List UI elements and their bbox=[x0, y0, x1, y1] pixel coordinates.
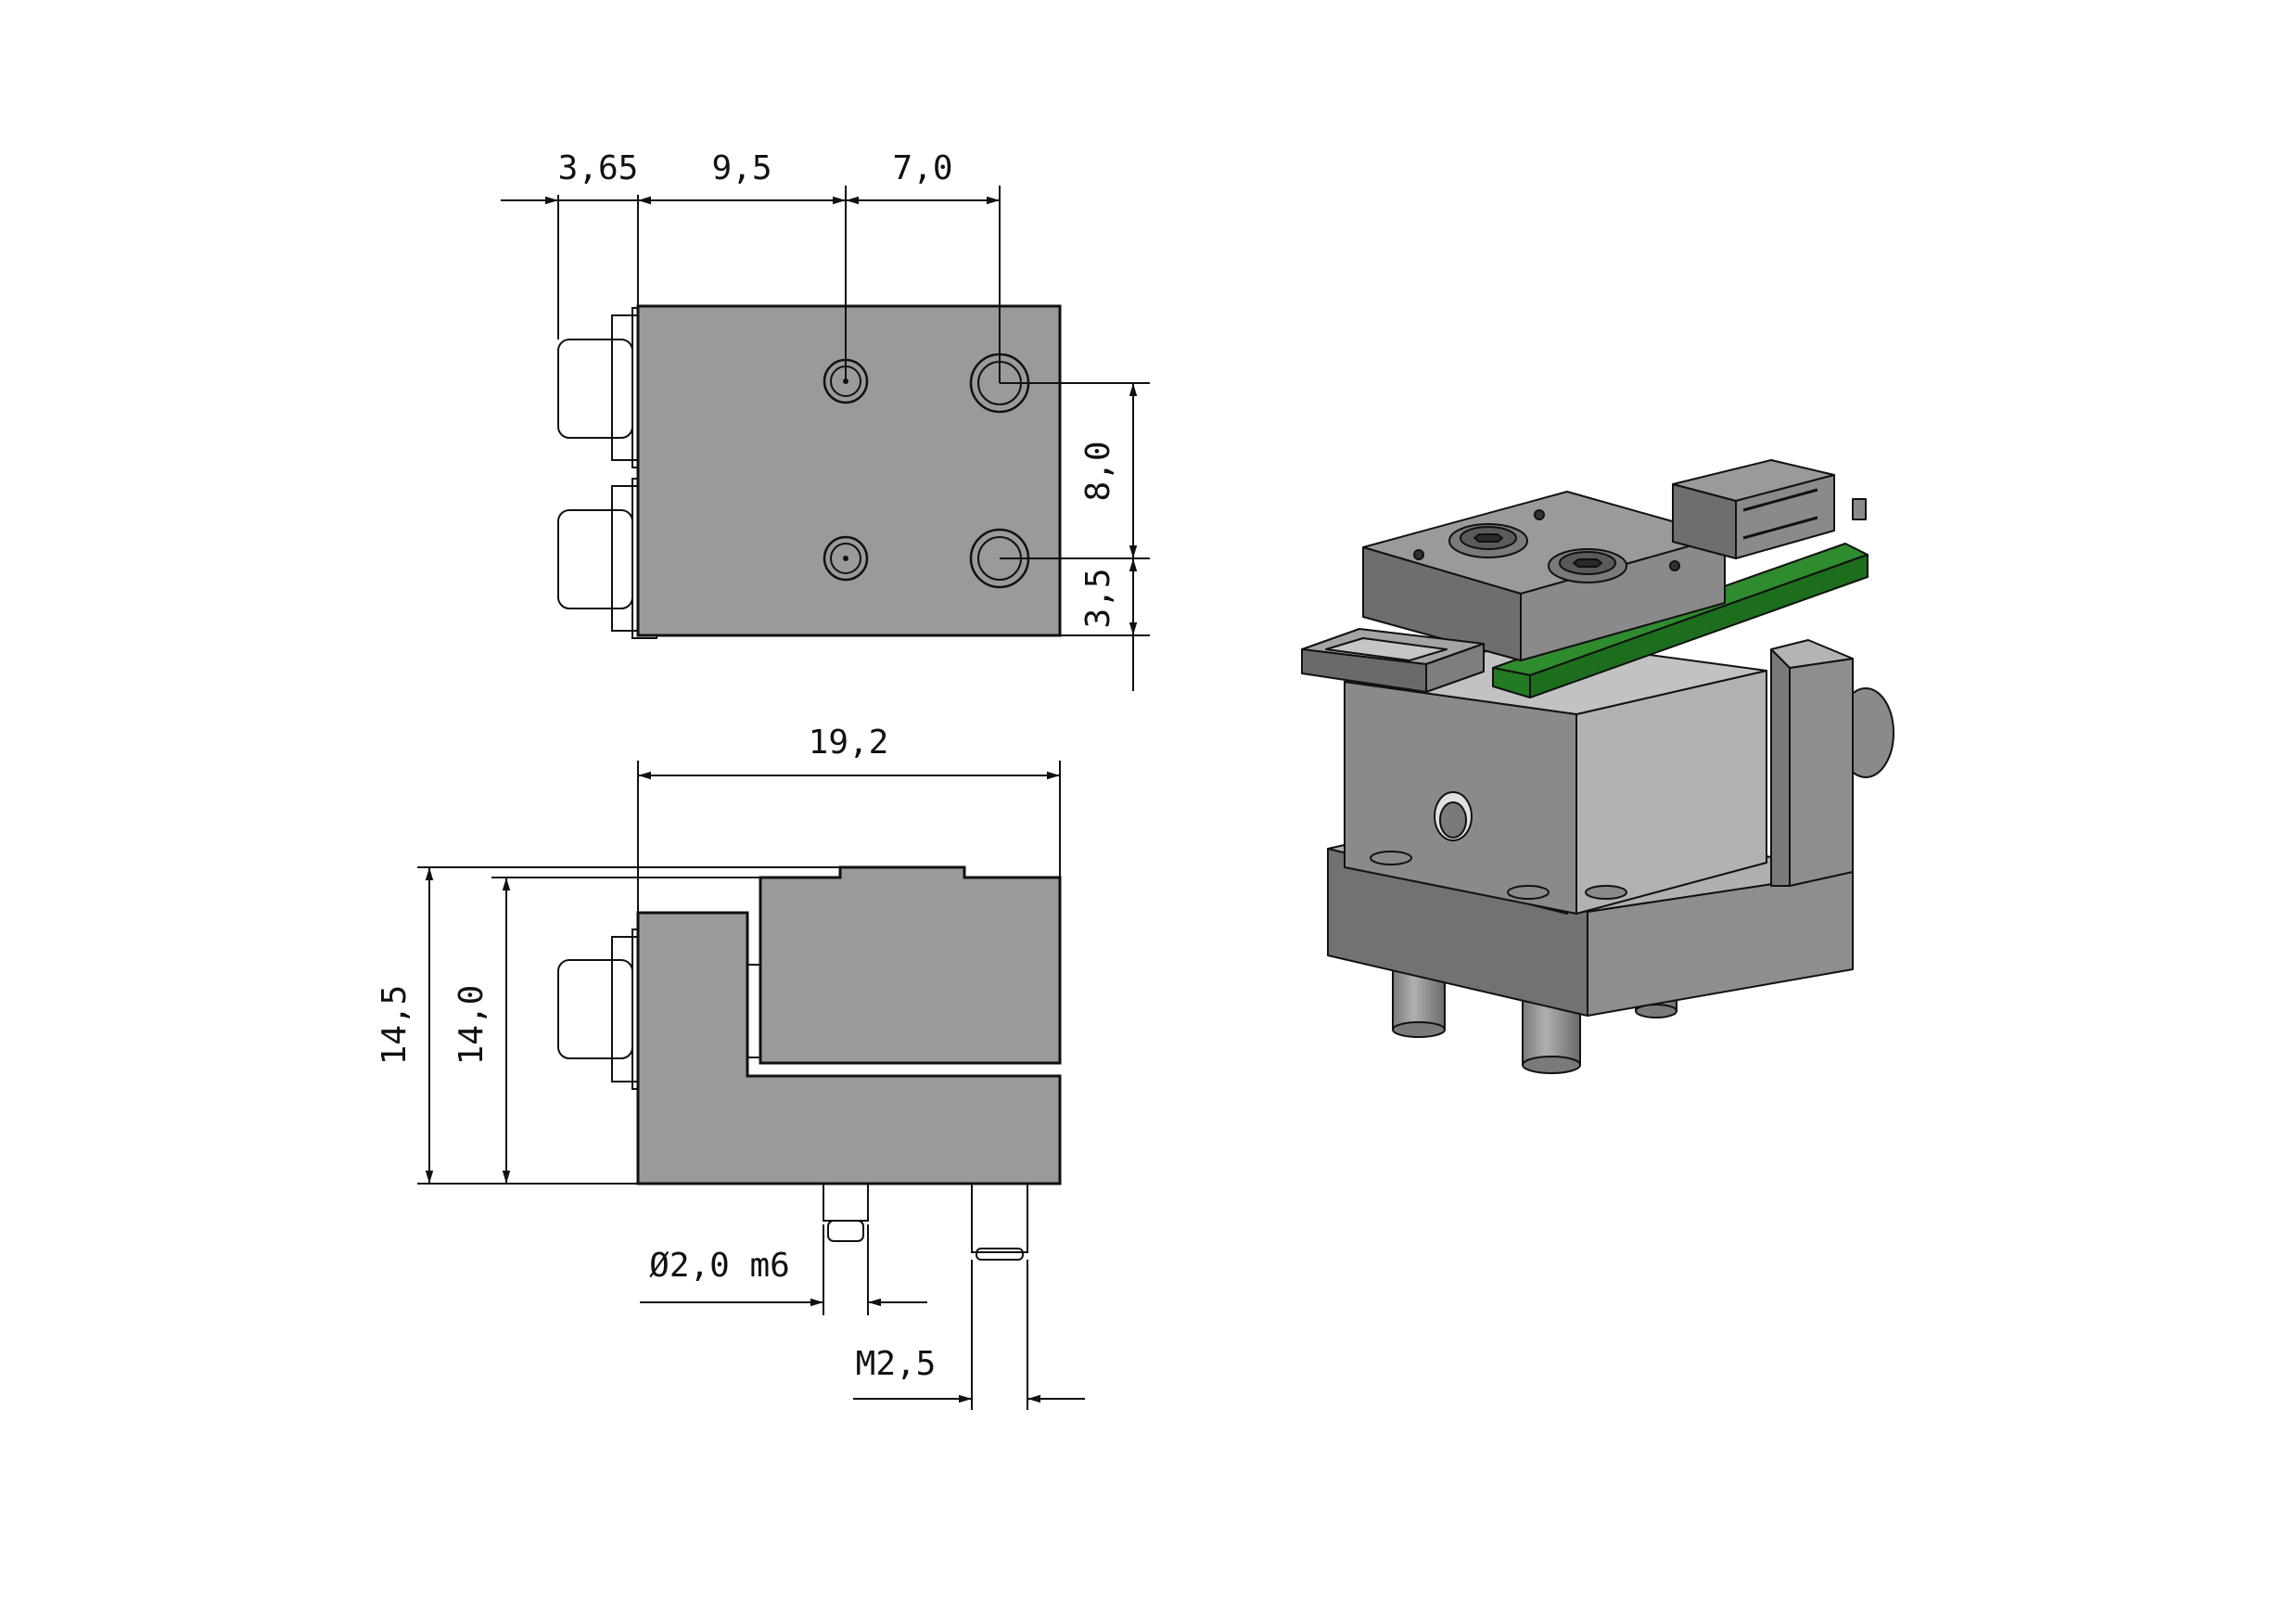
iso-screw-left bbox=[1448, 523, 1528, 558]
iso-base-side bbox=[1587, 871, 1854, 1017]
iso-connector-side bbox=[1735, 474, 1835, 559]
dim-3-65: 3,65 bbox=[558, 149, 639, 187]
dim-8-0: 8,0 bbox=[1079, 441, 1117, 501]
iso-rear-wall-face bbox=[1789, 658, 1854, 887]
side-view-bottom-pin-large bbox=[971, 1183, 1028, 1261]
top-view: 3,65 9,5 7,0 8,0 3,5 bbox=[501, 149, 1150, 691]
side-view: 19,2 14,5 14,0 Ø2,0 m6 M2,5 bbox=[376, 724, 1085, 1410]
top-view-hole-small-lower bbox=[823, 535, 869, 582]
dim-19-2: 19,2 bbox=[809, 724, 889, 762]
dim-diameter: Ø2,0 m6 bbox=[649, 1247, 790, 1285]
dim-m2-5: M2,5 bbox=[856, 1345, 937, 1383]
dim-14-0: 14,0 bbox=[453, 985, 491, 1066]
dim-9-5: 9,5 bbox=[711, 149, 772, 187]
side-view-upper-block bbox=[759, 865, 1062, 1065]
dim-14-5: 14,5 bbox=[376, 985, 414, 1066]
dim-7-0: 7,0 bbox=[892, 149, 952, 187]
iso-screw-right bbox=[1548, 548, 1627, 583]
dim-3-5: 3,5 bbox=[1079, 568, 1117, 628]
side-view-bottom-pin-small bbox=[823, 1183, 869, 1242]
isometric-view bbox=[1301, 459, 1894, 1074]
